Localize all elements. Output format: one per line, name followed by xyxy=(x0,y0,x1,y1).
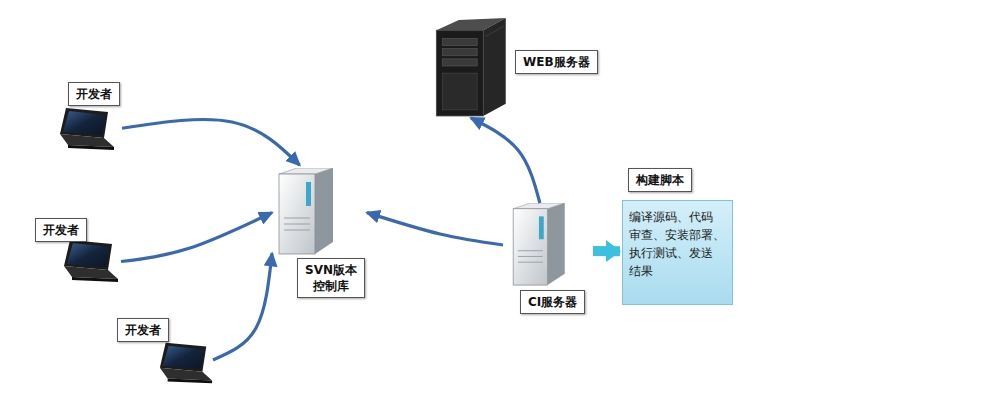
node-label: 开发者 xyxy=(117,318,169,342)
laptop-icon xyxy=(60,108,114,150)
text-holder: 构建脚本 xyxy=(628,168,692,192)
text-holder: 开发者 xyxy=(68,82,120,106)
flow-arrow xyxy=(367,213,503,245)
node-label: CI服务器 xyxy=(520,290,585,314)
text-holder: 开发者 xyxy=(117,318,169,342)
svn-server-icon xyxy=(279,168,333,254)
flow-arrow xyxy=(121,213,272,262)
developer-node: 开发者 xyxy=(33,216,121,281)
flow-arrow xyxy=(122,119,300,165)
text-holder: CI服务器 xyxy=(520,290,585,314)
laptop-icon xyxy=(160,343,212,384)
flow-arrow xyxy=(471,118,540,203)
web-server-icon xyxy=(436,18,505,116)
ci-server: CI服务器 xyxy=(503,203,593,318)
node-label: 开发者 xyxy=(35,218,87,242)
developer-node: 开发者 xyxy=(55,80,122,152)
node-label: SVN版本 控制库 xyxy=(297,258,365,298)
laptop-icon xyxy=(64,240,118,282)
build-script: 构建脚本编译源码、代码 审查、安装部署、 执行测试、发送 结果 xyxy=(620,166,735,308)
developer-node: 开发者 xyxy=(115,316,213,388)
node-label: 开发者 xyxy=(68,82,120,106)
flow-arrow xyxy=(213,253,272,360)
svn-repository: SVN版本 控制库 xyxy=(272,165,367,301)
node-label: 构建脚本 xyxy=(628,168,692,192)
script-steps: 编译源码、代码 审查、安装部署、 执行测试、发送 结果 xyxy=(622,200,733,305)
text-holder: SVN版本 控制库 xyxy=(297,258,365,298)
text-holder: WEB服务器 xyxy=(515,50,598,74)
text-holder: 开发者 xyxy=(35,218,87,242)
text-holder: 编译源码、代码 审查、安装部署、 执行测试、发送 结果 xyxy=(622,200,733,305)
ci-server-icon xyxy=(513,203,565,285)
web-server: WEB服务器 xyxy=(428,18,600,118)
block-arrow xyxy=(593,246,620,256)
node-label: WEB服务器 xyxy=(515,50,598,74)
